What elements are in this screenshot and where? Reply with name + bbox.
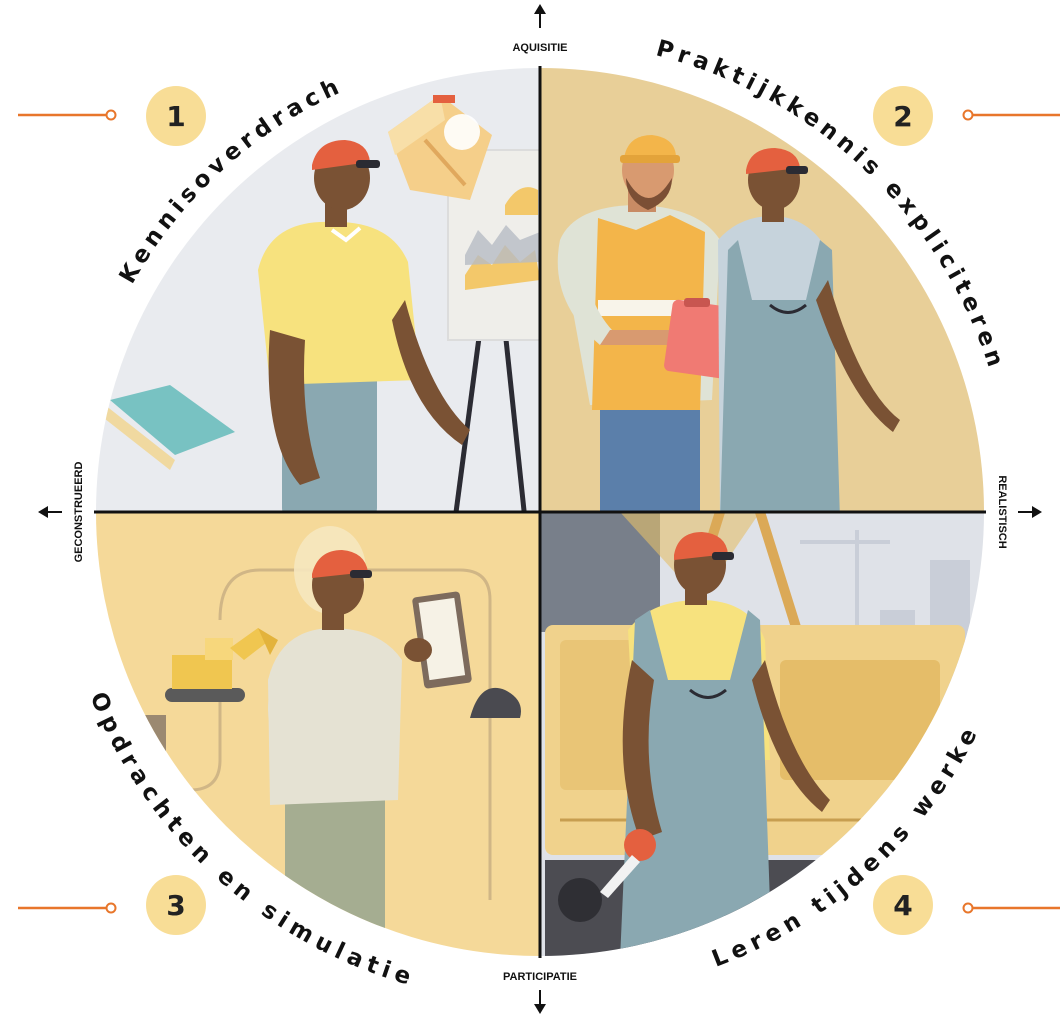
worker-figure-2a bbox=[557, 135, 734, 512]
quadrant-1 bbox=[96, 68, 540, 512]
key-icon bbox=[600, 829, 656, 898]
box-illustration bbox=[388, 95, 492, 200]
arrow-up-icon bbox=[534, 4, 546, 28]
excavator-illustration bbox=[165, 628, 278, 702]
quadrant-3 bbox=[96, 512, 540, 956]
book-illustration bbox=[100, 385, 235, 470]
badge-circle-1 bbox=[146, 86, 206, 146]
badge-number-3: 3 bbox=[166, 889, 185, 922]
worker-figure-2b bbox=[718, 148, 900, 512]
worker-figure-1 bbox=[258, 140, 470, 512]
worker-figure-4 bbox=[600, 532, 830, 956]
badge-number-4: 4 bbox=[893, 889, 912, 922]
arrow-left-icon bbox=[38, 506, 62, 518]
axis-label-right: REALISTISCH bbox=[996, 475, 1008, 548]
connector-dot-3 bbox=[105, 902, 117, 914]
badge-number-2: 2 bbox=[893, 100, 912, 133]
axis-label-top: AQUISITIE bbox=[512, 42, 567, 54]
arrow-right-icon bbox=[1018, 506, 1042, 518]
badge-2: 2 bbox=[873, 86, 1060, 146]
badge-4: 4 bbox=[873, 875, 1060, 935]
badge-circle-4 bbox=[873, 875, 933, 935]
badge-circle-2 bbox=[873, 86, 933, 146]
axis-lines bbox=[38, 4, 1042, 1014]
badge-number-1: 1 bbox=[166, 100, 185, 133]
quadrant-4 bbox=[540, 512, 984, 956]
arrow-down-icon bbox=[534, 990, 546, 1014]
axis-label-bottom: PARTICIPATIE bbox=[503, 971, 577, 983]
connector-dot-1 bbox=[105, 109, 117, 121]
axis-label-left: GECONSTRUEERD bbox=[73, 462, 85, 563]
connector-dot-2 bbox=[962, 109, 974, 121]
badge-circle-3 bbox=[146, 875, 206, 935]
badge-1: 1 bbox=[18, 86, 206, 146]
quadrant-2 bbox=[540, 68, 984, 512]
connector-dot-4 bbox=[962, 902, 974, 914]
badge-3: 3 bbox=[18, 875, 206, 935]
